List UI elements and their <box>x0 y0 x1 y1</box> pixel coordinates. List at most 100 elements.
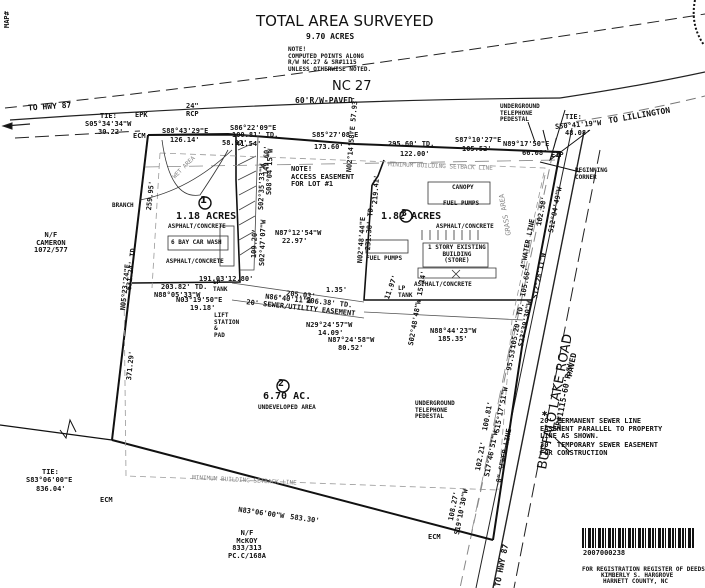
lift-bearing: N03°19'50"E <box>176 296 223 304</box>
access-4-distance: 41.54' <box>236 140 262 148</box>
canopy-label: CANOPY <box>452 184 474 191</box>
sewer-easement <box>231 282 524 321</box>
lift-station-label: LIFT STATION & PAD <box>214 312 240 339</box>
call-n3-bearing: S85°27'08"E <box>312 131 359 139</box>
lot1-s-td: 203.82' TD. <box>161 283 208 291</box>
lot2-area: 6.70 AC. <box>263 391 312 402</box>
access-1-distance: 22.97' <box>282 237 308 245</box>
epk-marker: EPK <box>135 111 148 119</box>
lot2-marker: 2 <box>278 378 285 389</box>
sw-2-distance: 80.52' <box>338 344 364 352</box>
registration-barcode <box>582 528 694 548</box>
note-label: NOTE! <box>288 46 307 53</box>
registration-line-1: FOR REGISTRATION REGISTER OF DEEDS <box>582 566 705 573</box>
eip-marker: EIP <box>551 151 564 159</box>
tie-sw-bearing: S83°06'00"E <box>26 476 73 484</box>
lot3-marker: 3 <box>401 208 408 219</box>
rcp-marker: 24" RCP <box>186 102 199 118</box>
ug-telephone-bottom: UNDERGROUND TELEPHONE PEDESTAL <box>415 400 455 421</box>
sw-1-bearing: N29°24'57"W <box>306 321 353 329</box>
lift-distance: 19.18' <box>190 304 216 312</box>
lot1-marker: 1 <box>200 195 207 206</box>
tie-ne-distance: 48.08' <box>565 129 591 137</box>
lot3-area: 1.82 ACRES <box>381 211 442 222</box>
tie-sw-label: TIE: <box>42 468 59 476</box>
lot3-surface-1: ASPHALT/CONCRETE <box>436 223 494 230</box>
sewer-135-distance: 1.35' <box>326 286 348 294</box>
lot1-area: 1.18 ACRES <box>176 211 237 222</box>
lp-tank-2: LP TANK <box>398 285 413 299</box>
adjoiner-mckoy: N/F McKOY 833/313 PC.C/168A <box>228 529 266 561</box>
store-building-label: 1 STORY EXISTING BUILDING (STORE) <box>428 244 486 265</box>
registration-line-3: HARNETT COUNTY, NC <box>603 578 669 585</box>
tie-nw: TIE: <box>100 112 117 120</box>
lot2-undeveloped: UNDEVELOPED AREA <box>258 404 316 411</box>
sw-2-bearing: N87°24'58"W <box>328 336 375 344</box>
sw-1-distance: 14.09' <box>318 329 344 337</box>
tie-sw-distance: 836.04' <box>36 485 66 493</box>
lot3-features <box>365 181 497 279</box>
fuel-pumps-canopy: FUEL PUMPS <box>443 200 480 207</box>
total-area: 9.70 ACRES <box>306 32 355 41</box>
tie-nw-bearing: S05°34'34"W <box>85 120 132 128</box>
lot3-boundary <box>363 159 532 301</box>
call-n6-bearing: N89°17'50"E <box>503 140 550 148</box>
plat-corner-arc <box>692 0 705 46</box>
adjoiner-cameron: N/F CAMERON 1072/577 <box>34 231 68 255</box>
lot1-s-distance: 191.03' <box>199 275 229 283</box>
call-n2-bearing: S86°22'09"E <box>230 124 277 132</box>
call-n5-distance: 105.52' <box>462 145 492 153</box>
tie-ne-label: TIE: <box>565 113 582 121</box>
call-n1-bearing: S88°43'29"E <box>162 127 209 135</box>
nc27-road-desc: 60'R/W-PAVED <box>295 96 353 105</box>
map-tag: MAP# <box>3 11 11 28</box>
lot1-boundary <box>131 134 241 284</box>
call-n4-distance: 122.00' <box>400 150 430 158</box>
call-n3-distance: 173.60' <box>314 143 344 151</box>
ecm-sw-marker: ECM <box>100 496 113 504</box>
call-n2-sub: 58.97' <box>222 139 248 147</box>
lot1-s2-distance: 12.80' <box>228 275 254 283</box>
fuel-pumps-west: FUEL PUMPS <box>366 255 403 262</box>
call-n5-bearing: S87°10'27"E <box>455 136 502 144</box>
computed-points-note: NOTE! COMPUTED POINTS ALONG R/W NC.27 & … <box>288 46 372 73</box>
lot1-surface-2: ASPHALT/CONCRETE <box>166 258 224 265</box>
ug-telephone-top: UNDERGROUND TELEPHONE PEDESTAL <box>500 103 540 124</box>
lot1-features <box>139 139 235 267</box>
lot-markers <box>198 196 413 393</box>
branch-label: BRANCH <box>112 202 134 209</box>
break-symbol <box>59 418 77 440</box>
tie-nw-distance: 30.22' <box>98 128 124 136</box>
call-n1-distance: 126.14' <box>170 136 200 144</box>
survey-title: TOTAL AREA SURVEYED <box>256 12 434 30</box>
ecm-se-marker: ECM <box>428 533 441 541</box>
lot1-car-wash: 6 BAY CAR WASH <box>171 239 222 246</box>
lot1-s-bearing: N88°05'33"W <box>154 291 201 299</box>
lot1-surface-1: ASPHALT/CONCRETE <box>168 223 226 230</box>
sewer-legend-permanent: 20' PERMANENT SEWER LINE EASEMENT PARALL… <box>540 417 663 441</box>
registration-line-2: KIMBERLY S. HARGROVE <box>601 572 674 579</box>
call-n2-distance: 100.81' TD. <box>232 131 279 139</box>
barcode-number: 2007000238 <box>583 549 626 557</box>
property-boundary <box>0 132 562 541</box>
lot3-s-bearing: N88°44'23"W <box>430 327 477 335</box>
sewer-legend-mark: ✱ <box>542 409 548 419</box>
call-n4-bearing: 295.60' TD. <box>388 140 435 148</box>
note-text: COMPUTED POINTS ALONG R/W NC.27 & SR#111… <box>288 52 372 73</box>
lot3-surface-2: ASPHALT/CONCRETE <box>414 281 472 288</box>
beginning-corner-label: BEGINNING CORNER <box>575 167 608 181</box>
call-n6-distance: 66.08' <box>522 149 548 157</box>
access-1-bearing: N87°12'54"W <box>275 229 322 237</box>
setback-lines <box>123 152 546 491</box>
access-easement <box>235 134 259 271</box>
buffalo-lake-road-lines <box>459 127 601 588</box>
nc27-road-lines <box>1 13 705 139</box>
nc27-road-name: NC 27 <box>332 79 372 94</box>
sewer-legend-temporary: 30' TEMPORARY SEWER EASEMENT FOR CONSTRU… <box>540 441 659 457</box>
lot3-s-distance: 185.35' <box>438 335 468 343</box>
leader-arrows <box>527 109 591 453</box>
lp-tank-1: LP TANK <box>213 279 228 293</box>
ecm-nw-marker: ECM <box>133 132 146 140</box>
access-easement-note: NOTE! ACCESS EASEMENT FOR LOT #1 <box>291 165 355 189</box>
